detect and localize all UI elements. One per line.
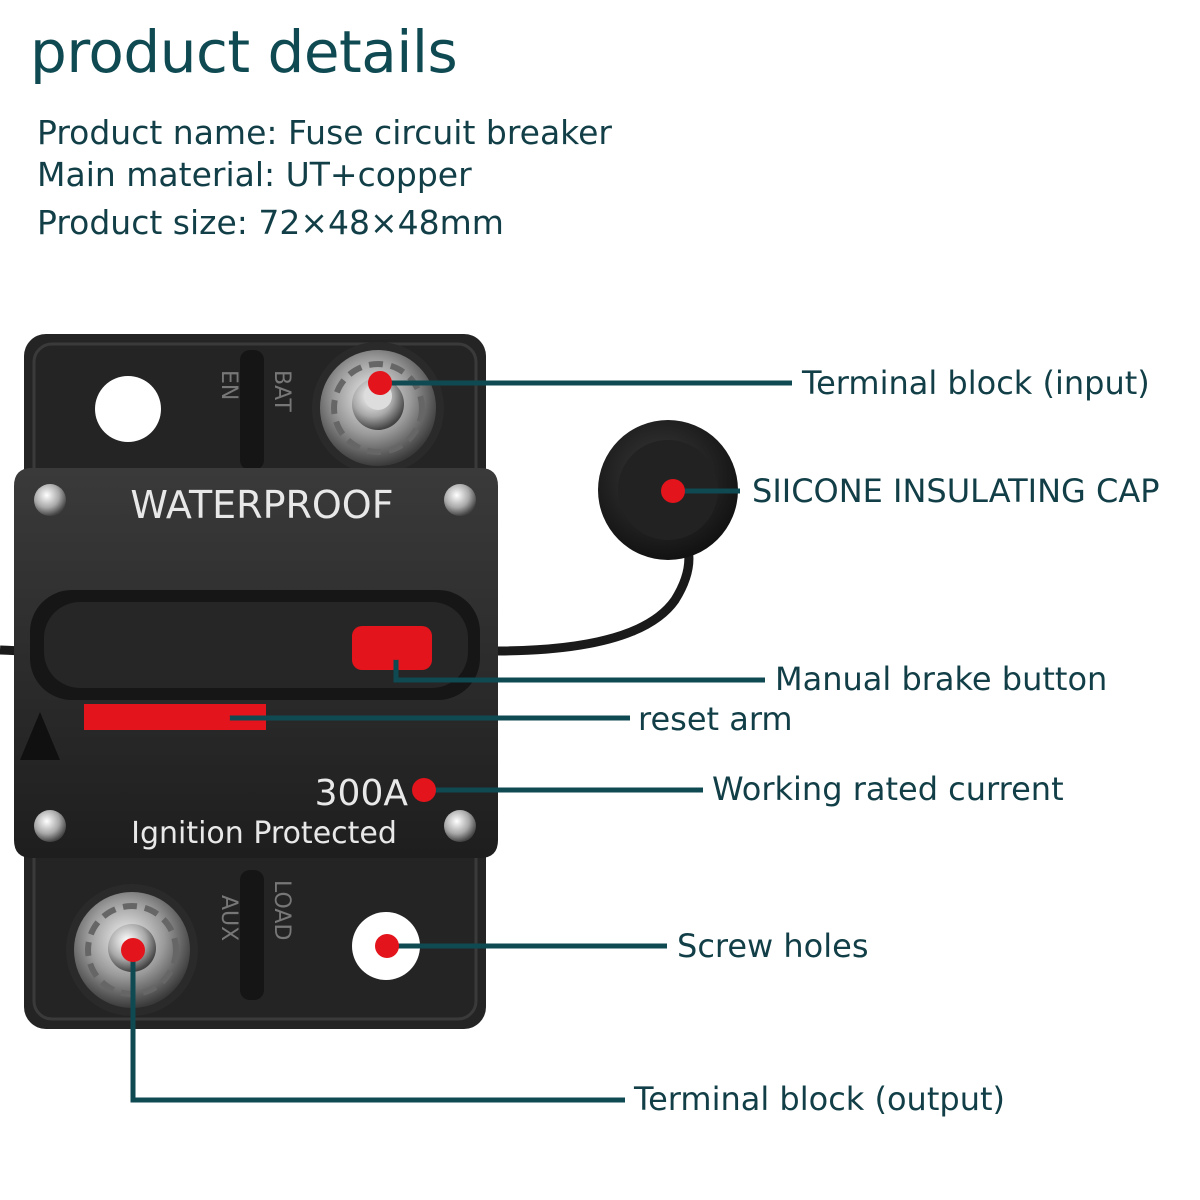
input-terminal xyxy=(312,342,444,474)
screw-hole-top-left xyxy=(95,376,161,442)
spec-product-name: Product name: Fuse circuit breaker xyxy=(37,113,612,152)
svg-text:BAT: BAT xyxy=(269,370,294,412)
label-insulating-cap: SIICONE INSULATING CAP xyxy=(752,472,1160,510)
ignition-text: Ignition Protected xyxy=(131,816,397,851)
callout-markers xyxy=(121,371,685,962)
cover-screws xyxy=(34,484,476,842)
spec-main-material: Main material: UT+copper xyxy=(37,155,472,194)
label-screw-holes: Screw holes xyxy=(677,927,869,965)
label-rated-current: Working rated current xyxy=(712,770,1064,808)
rating-text: 300A xyxy=(315,773,409,814)
page-title: product details xyxy=(30,18,458,86)
svg-text:LOAD: LOAD xyxy=(269,880,294,940)
label-terminal-input: Terminal block (input) xyxy=(802,364,1150,402)
spec-product-size: Product size: 72×48×48mm xyxy=(37,203,504,242)
label-reset-arm: reset arm xyxy=(638,700,793,738)
label-terminal-output: Terminal block (output) xyxy=(634,1080,1005,1118)
svg-text:AUX: AUX xyxy=(216,895,241,941)
svg-text:EN: EN xyxy=(216,370,241,400)
cover-text-waterproof: WATERPROOF xyxy=(130,483,393,527)
label-manual-brake-button: Manual brake button xyxy=(775,660,1108,698)
